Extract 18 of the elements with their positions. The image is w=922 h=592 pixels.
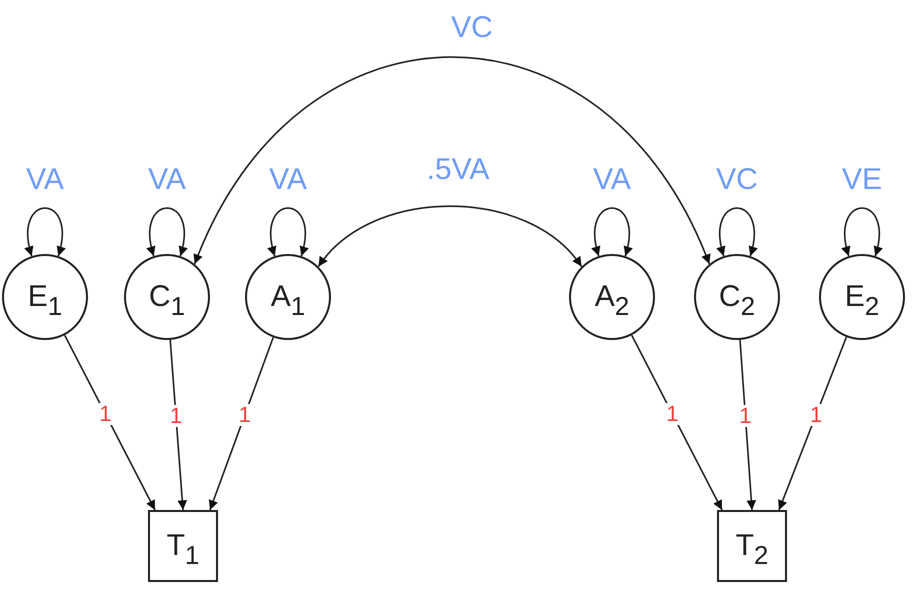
- arrow: [631, 334, 723, 510]
- self-loop-arrow: [842, 207, 882, 256]
- observed-variable-box: [148, 510, 218, 582]
- self-loop-arrow: [592, 207, 632, 256]
- double-headed-arrow: [318, 205, 582, 268]
- arrow: [739, 340, 756, 510]
- self-loop-arrow: [24, 207, 66, 256]
- edge-label: 1: [96, 402, 114, 425]
- observed-variable-box: [717, 510, 787, 582]
- arrow: [64, 334, 156, 510]
- double-headed-arrow: [194, 56, 710, 264]
- arrow: [208, 337, 274, 510]
- arrow: [169, 340, 188, 510]
- arrow: [778, 336, 848, 510]
- self-loop-arrow: [146, 207, 188, 256]
- self-loop-arrow: [716, 207, 758, 256]
- edge-label: 1: [663, 402, 682, 425]
- self-loop-arrow: [268, 207, 308, 256]
